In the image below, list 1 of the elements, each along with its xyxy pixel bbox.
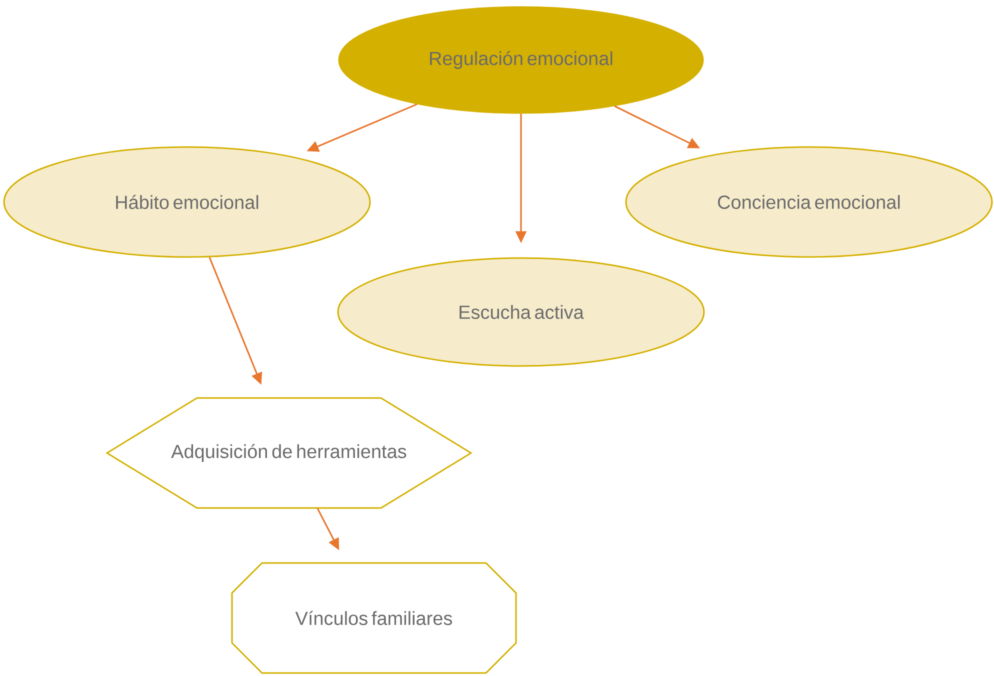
octagon: Vínculos familiares <box>231 562 517 674</box>
